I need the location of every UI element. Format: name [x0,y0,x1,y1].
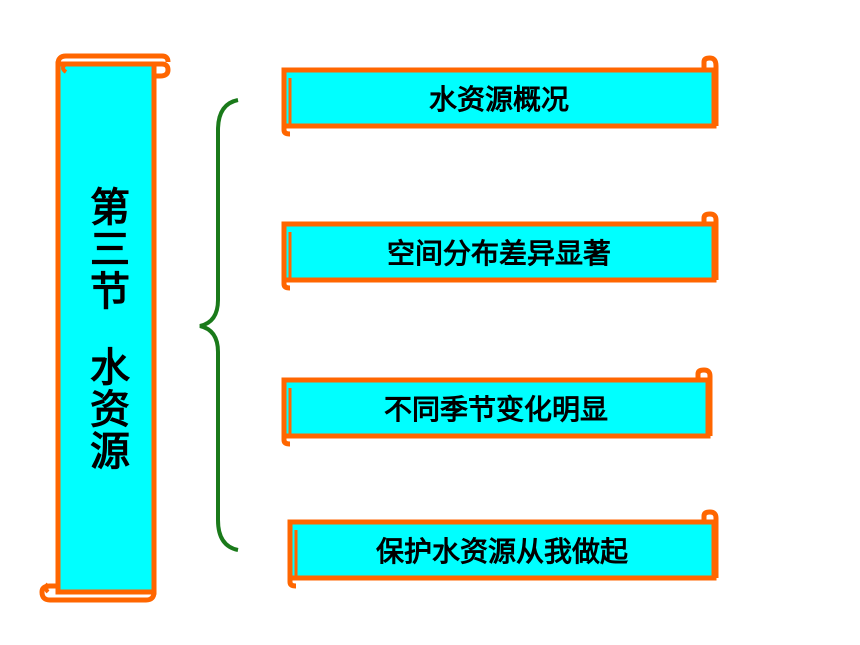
chapter-title-part2: 水资源 [83,346,129,472]
curly-brace [199,98,239,552]
banner-4-shape [287,509,719,589]
chapter-title-part1: 第三节 [83,186,129,312]
banner-label-1: 水资源概况 [428,83,569,116]
chapter-title: 第三节 水资源 [58,70,154,588]
banner-label-4: 保护水资源从我做起 [375,535,628,568]
banner-label-2: 空间分布差异显著 [386,237,611,270]
banner-label-3: 不同季节变化明显 [383,393,608,426]
banner-2-shape [281,211,719,291]
banner-3-shape [281,367,713,447]
banner-1-shape [281,55,719,137]
title-scroll-shape [39,53,171,603]
